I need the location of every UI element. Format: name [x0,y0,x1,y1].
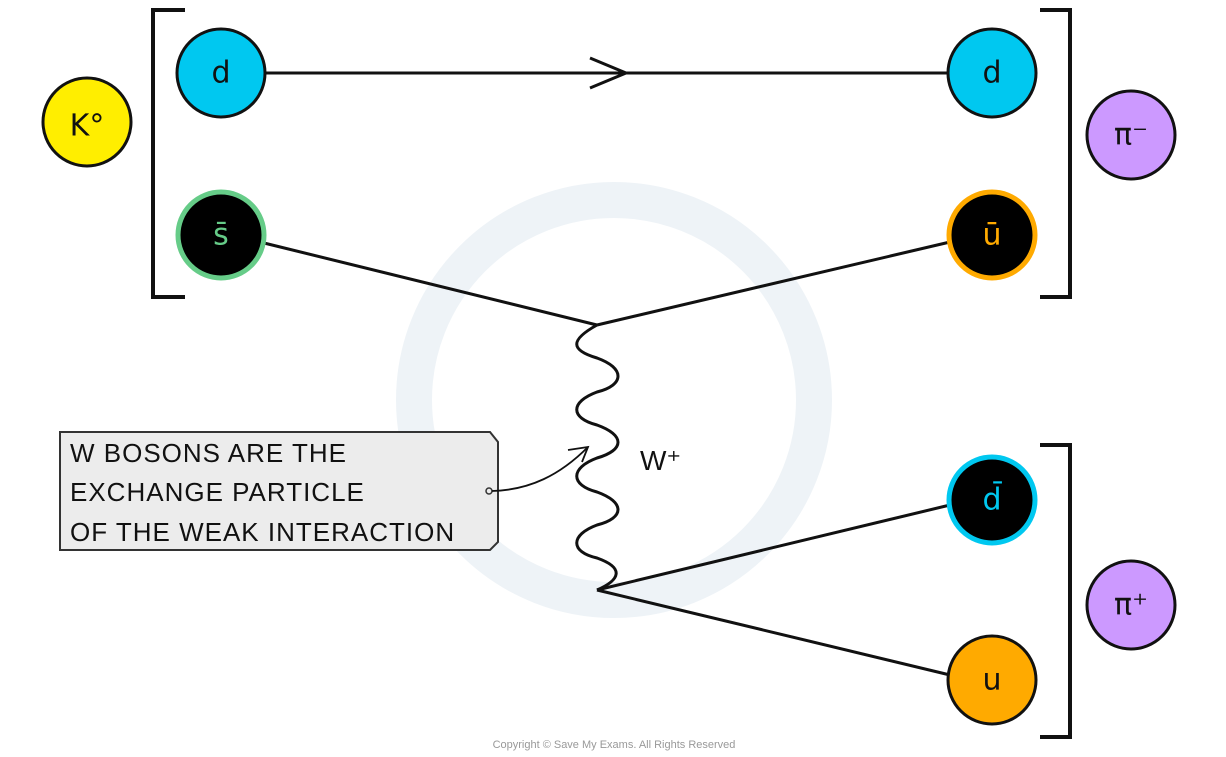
w-boson-label: W⁺ [640,445,681,476]
s-bar-label: s̄ [213,218,229,253]
d-quark-in-label: d [211,56,230,91]
d-quark-in: d [175,27,267,119]
watermark-logo [396,182,832,618]
u-quark-out: u [946,634,1038,726]
callout-arrowhead-icon [567,445,590,463]
pi-minus-particle: π⁻ [1085,89,1177,181]
callout-line-1: W BOSONS ARE THE [70,438,347,468]
d-bar-quark: d̄ [946,454,1038,546]
w-boson-wavy-line [575,323,620,592]
callout-arrow [491,446,589,492]
callout-line-2: EXCHANGE PARTICLE [70,477,365,507]
u-bar-quark: ū [946,189,1038,281]
pi-minus-label: π⁻ [1114,118,1148,153]
u-quark-label: u [982,663,1001,698]
s-bar-line [263,241,598,327]
pi-plus-label: π⁺ [1114,588,1148,623]
pi-plus-particle: π⁺ [1085,559,1177,651]
d-bar-label: d̄ [982,481,1001,517]
callout-line-3: OF THE WEAK INTERACTION [70,517,455,547]
kaon-label: K° [70,109,105,144]
pi-minus-bracket [1040,8,1072,299]
d-quark-out-label: d [982,56,1001,91]
callout-box [59,431,499,551]
pi-plus-bracket [1040,443,1072,739]
left-bracket [151,8,185,299]
kaon-particle: K° [41,76,133,168]
copyright-text: Copyright © Save My Exams. All Rights Re… [493,739,736,751]
u-bar-line [596,240,951,327]
arrow-icon [589,56,630,90]
s-bar-quark: s̄ [175,189,267,281]
d-bar-line [596,503,951,592]
u-bar-label: ū [982,218,1001,253]
d-quark-out: d [946,27,1038,119]
u-line [596,588,951,677]
